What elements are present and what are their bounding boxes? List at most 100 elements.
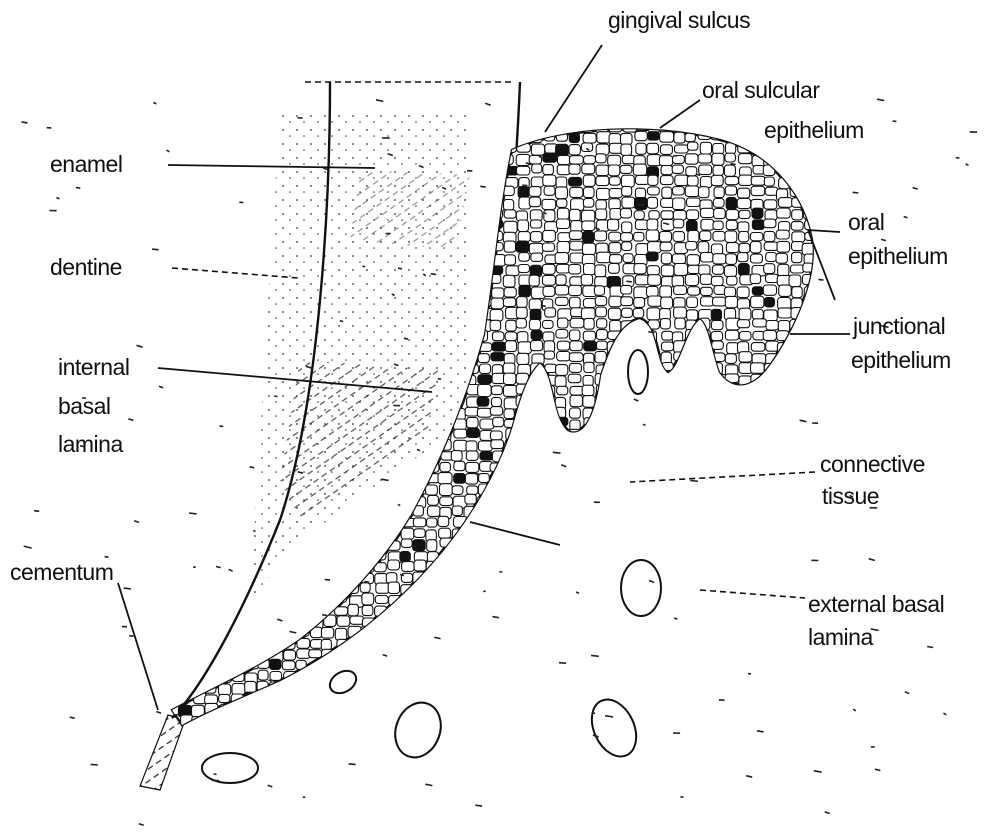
epithelial-cell [557,672,568,682]
epithelial-cell [778,518,791,529]
epithelial-cell [480,452,493,460]
epithelial-cell [712,507,725,517]
epithelial-cell [778,528,791,538]
epithelial-cell [570,451,583,463]
epithelial-cell [243,166,256,178]
epithelial-cell [556,187,568,199]
epithelial-cell [493,671,506,679]
epithelial-cell [441,560,454,570]
epithelial-cell [518,726,529,737]
epithelial-cell [570,463,580,475]
epithelial-cell [659,716,669,724]
epithelial-cell [609,540,622,550]
epithelial-cell [660,517,672,528]
epithelial-cell [596,307,607,317]
epithelial-cell [373,705,387,714]
epithelial-cell [609,189,622,198]
epithelial-cell [402,638,415,649]
epithelial-cell [739,684,751,692]
epithelial-cell [350,528,363,537]
epithelial-cell [165,408,176,418]
epithelial-cell [258,627,269,636]
epithelial-cell [231,407,243,417]
epithelial-cell [166,506,176,518]
epithelial-cell [686,662,697,673]
epithelial-cell [660,286,672,298]
epithelial-cell [243,153,257,163]
epithelial-cell [662,397,676,407]
epithelial-cell [737,396,749,406]
epithelial-cell [686,550,697,559]
epithelial-cell [414,651,426,661]
epithelial-cell [192,606,204,616]
epithelial-cell [503,550,515,559]
epithelial-cell [334,539,344,550]
epithelial-cell [414,529,425,538]
epithelial-cell [738,605,749,615]
epithelial-cell [700,529,713,539]
epithelial-cell [192,431,205,439]
connective-speck [274,396,277,397]
epithelial-cell [700,541,713,552]
epithelial-cell [763,375,776,385]
epithelial-cell [765,419,775,428]
epithelial-cell [634,409,645,420]
epithelial-cell [556,330,568,339]
epithelial-cell [701,639,712,649]
epithelial-cell [310,726,323,736]
epithelial-cell [568,717,580,729]
epithelial-cell [701,618,711,628]
epithelial-cell [426,561,437,572]
epithelial-cell [752,442,763,451]
epithelial-cell [231,241,244,252]
epithelial-cell [180,341,191,351]
epithelial-cell [764,231,775,241]
epithelial-cell [687,176,698,186]
epithelial-cell [763,165,775,176]
epithelial-cell [518,661,532,671]
epithelial-cell [193,343,205,351]
label-junctional-epithelium-2: epithelium [851,347,951,373]
epithelial-cell [440,594,453,604]
epithelial-cell [777,495,789,506]
connective-speck [159,386,163,388]
epithelial-cell [711,276,723,286]
epithelial-cell [608,374,621,383]
epithelial-cell [166,464,178,474]
epithelial-cell [738,409,751,418]
epithelial-cell [659,640,671,651]
epithelial-cell [480,132,492,141]
epithelial-cell [465,583,478,594]
epithelial-cell [805,153,816,161]
epithelial-cell [792,408,805,418]
epithelial-cell [479,474,490,483]
epithelial-cell [660,695,673,705]
epithelial-cell [622,462,633,472]
epithelial-cell [790,604,801,614]
epithelial-cell [700,596,710,607]
epithelial-cell [543,573,553,583]
epithelial-cell [751,596,762,606]
epithelial-cell [570,596,583,608]
epithelial-cell [815,145,827,154]
epithelial-cell [231,517,241,525]
epithelial-cell [531,385,541,393]
epithelial-cell [582,650,596,660]
connective-speck [476,474,480,475]
epithelial-cell [452,682,463,693]
connective-speck [913,188,918,190]
epithelial-cell [205,594,217,606]
epithelial-cell [218,396,231,407]
epithelial-cell [686,518,698,530]
epithelial-cell [804,430,816,439]
epithelial-cell [245,307,258,318]
epithelial-cell [608,419,620,429]
epithelial-cell [516,307,527,318]
epithelial-cell [232,197,243,206]
epithelial-cell [685,186,699,197]
epithelial-cell [725,132,737,141]
epithelial-cell [545,308,556,317]
epithelial-cell [518,550,529,558]
epithelial-cell [529,418,539,427]
epithelial-cell [205,319,219,328]
